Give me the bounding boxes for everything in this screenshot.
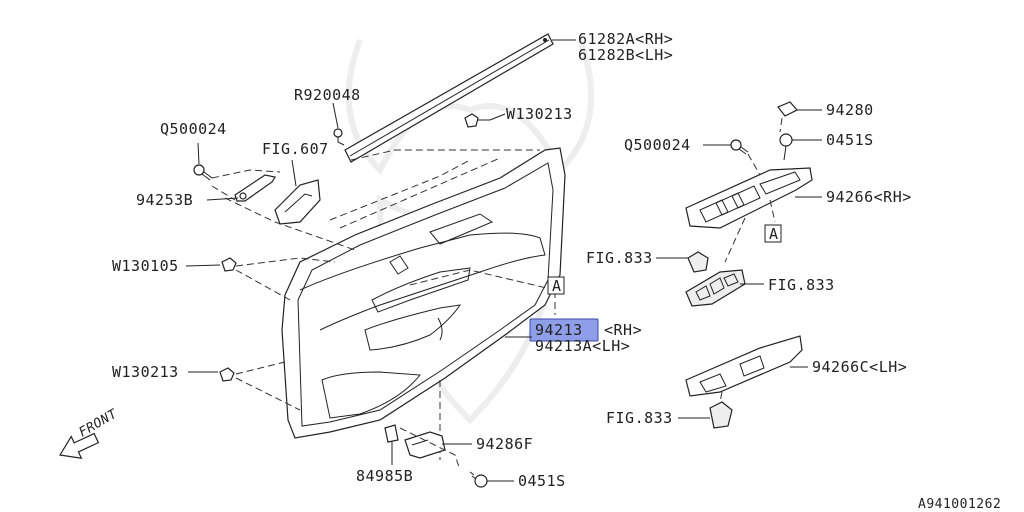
switch-panel-94266-rh	[685, 167, 813, 229]
ref-box-a-switch	[764, 224, 782, 243]
switch-module-fig833-a	[687, 251, 709, 273]
front-label: FRONT	[77, 406, 121, 440]
clip-w130105	[221, 257, 237, 272]
callout-94266c-lh[interactable]: 94266C<LH>	[812, 358, 907, 376]
screw-0451s-bottom	[469, 471, 488, 488]
ref-a-panel-label: A	[552, 277, 562, 295]
callout-94213-part[interactable]: 94213	[535, 321, 583, 339]
bracket-94286f	[404, 431, 446, 459]
belt-molding	[344, 33, 554, 163]
callout-fig833-c[interactable]: FIG.833	[606, 409, 673, 427]
ref-box-a-panel	[547, 276, 565, 295]
trim-callout-highlight[interactable]	[529, 318, 599, 342]
handle-bracket-fig607	[274, 179, 321, 225]
switch-module-fig833-c	[709, 401, 733, 429]
callout-belt-rh[interactable]: 61282A<RH>	[578, 30, 673, 48]
callout-q500024-right[interactable]: Q500024	[624, 136, 691, 154]
switch-panel-94266c-lh	[685, 335, 803, 397]
clip-r920048	[333, 128, 345, 146]
callout-94213a-lh[interactable]: 94213A<LH>	[535, 337, 630, 355]
callout-0451s-bottom[interactable]: 0451S	[518, 472, 566, 490]
screw-q500024-right	[730, 139, 749, 155]
callout-fig607[interactable]: FIG.607	[262, 140, 329, 158]
callout-w130213-bottom[interactable]: W130213	[112, 363, 179, 381]
callout-w130213-top[interactable]: W130213	[506, 105, 573, 123]
switch-module-fig833-b	[685, 269, 746, 307]
screw-q500024-left	[193, 164, 213, 181]
callout-r920048[interactable]: R920048	[294, 86, 361, 104]
callout-84985b[interactable]: 84985B	[356, 467, 413, 485]
callout-belt-lh[interactable]: 61282B<LH>	[578, 46, 673, 64]
front-arrow-icon	[59, 432, 100, 460]
callout-fig833-b[interactable]: FIG.833	[768, 276, 835, 294]
callout-94286f[interactable]: 94286F	[476, 435, 533, 453]
callout-94280[interactable]: 94280	[826, 101, 874, 119]
cap-94280	[777, 101, 798, 117]
screw-0451s-top	[779, 133, 793, 161]
callout-0451s-top[interactable]: 0451S	[826, 131, 874, 149]
clip-w130213-top	[464, 113, 490, 128]
clip-84985b	[384, 424, 399, 443]
diagram-id: A941001262	[918, 497, 1001, 512]
callout-w130105[interactable]: W130105	[112, 257, 179, 275]
callout-94253b[interactable]: 94253B	[136, 191, 193, 209]
callout-q500024-left[interactable]: Q500024	[160, 120, 227, 138]
bracket-94253b	[234, 174, 276, 202]
callout-94266-rh[interactable]: 94266<RH>	[826, 188, 912, 206]
clip-w130213-bottom	[219, 367, 235, 382]
callout-fig833-a[interactable]: FIG.833	[586, 249, 653, 267]
ref-a-switch-label: A	[769, 225, 779, 243]
callout-94213-side: <RH>	[604, 321, 642, 339]
